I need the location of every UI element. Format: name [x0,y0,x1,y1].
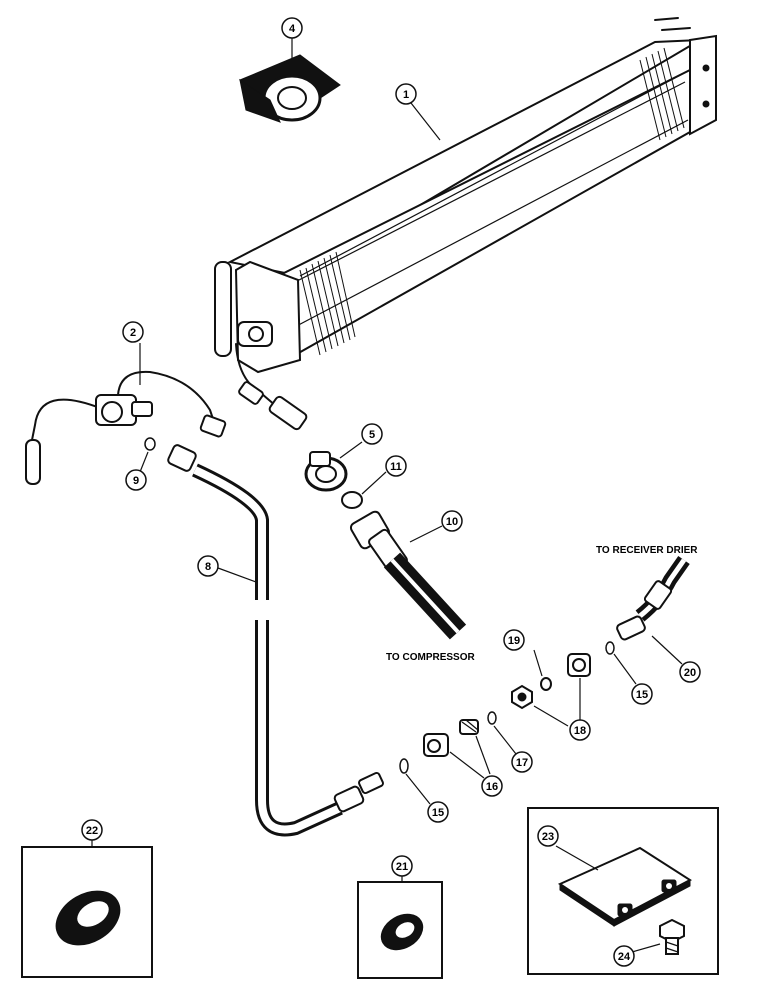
part-label-24: 24 [618,951,631,963]
to-compressor-label: TO COMPRESSOR [386,652,475,663]
o-ring-17 [487,711,497,725]
to-receiver-drier-label: TO RECEIVER DRIER [596,545,698,556]
part-label-18: 18 [574,725,586,737]
part-label-5: 5 [369,429,375,441]
liquid-line [616,555,690,641]
part-label-10: 10 [446,516,458,528]
suction-hose [349,510,467,640]
evaporator-core [214,17,717,431]
hose-assembly [167,444,384,837]
part-label-20: 20 [684,667,696,679]
part-label-9: 9 [133,475,139,487]
part-label-23: 23 [542,831,554,843]
o-ring-9 [144,437,156,451]
part-label-1: 1 [403,89,409,101]
o-ring-15-upper [605,641,615,655]
expansion-valve [25,370,227,485]
part-label-11: 11 [390,461,402,473]
inset-box-21 [357,881,443,979]
hose-clamp [304,451,348,492]
part-label-8: 8 [205,561,211,573]
part-label-16: 16 [486,781,498,793]
o-ring-19 [540,677,552,691]
fitting-16 [423,719,479,757]
part-label-19: 19 [508,635,520,647]
part-label-2: 2 [130,327,136,339]
o-ring-11 [341,491,363,509]
part-label-17: 17 [516,757,528,769]
inset-box-22 [21,846,153,978]
fitting-18 [511,653,591,710]
part-label-4: 4 [289,23,296,35]
seal-tape-roll [239,54,341,123]
part-label-15-upper: 15 [636,689,648,701]
part-label-21: 21 [396,861,408,873]
part-label-15-lower: 15 [432,807,444,819]
o-ring-15-lower [399,758,409,774]
part-label-22: 22 [86,825,98,837]
